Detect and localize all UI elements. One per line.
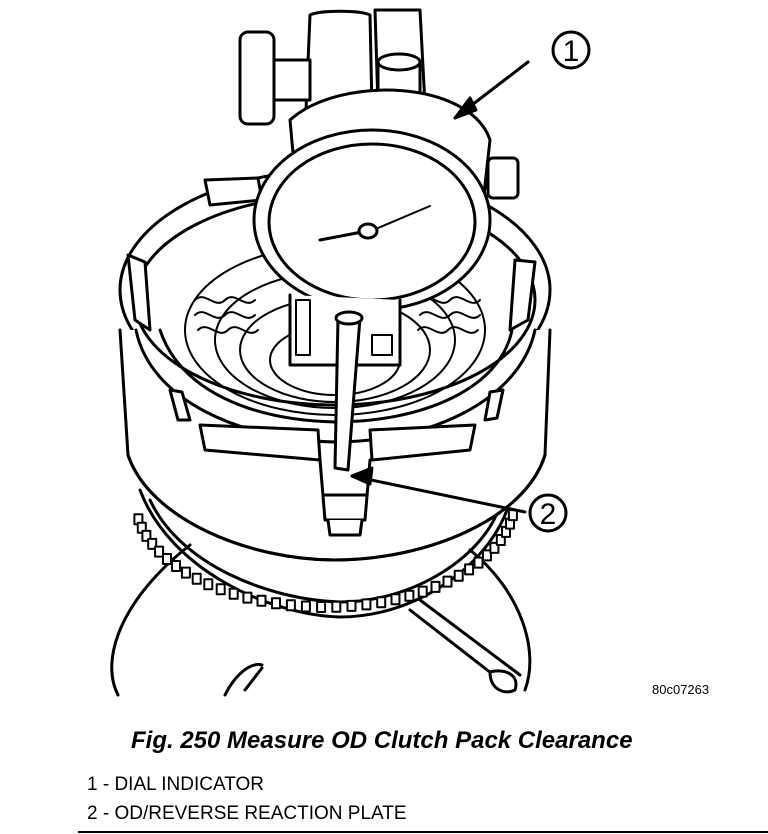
dial-indicator <box>252 128 492 367</box>
figure-caption: Fig. 250 Measure OD Clutch Pack Clearanc… <box>131 727 633 754</box>
support-stand <box>110 543 532 697</box>
gear-tooth <box>495 534 506 546</box>
callout-arrows <box>350 60 530 514</box>
gear-tooth <box>331 600 342 613</box>
gear-tooth <box>464 563 475 576</box>
gear-tooth <box>141 529 152 542</box>
callout-2-number: 2 <box>540 498 557 531</box>
gear-tooth <box>376 596 387 609</box>
callout-1-number: 1 <box>563 35 580 68</box>
gear-tooth <box>171 560 181 572</box>
gear-tooth <box>228 587 239 600</box>
gear-tooth <box>361 598 372 611</box>
gear-tooth <box>482 549 492 562</box>
gear-tooth <box>215 583 226 596</box>
callout-1: 1 <box>551 30 591 70</box>
gear-tooth <box>473 556 484 569</box>
gear-tooth <box>346 599 357 612</box>
gear-tooth <box>316 601 327 613</box>
bottom-divider <box>78 831 768 833</box>
gear-tooth <box>507 509 518 522</box>
gear-tooth <box>162 553 172 565</box>
callout-legend: 1 - DIAL INDICATOR 2 - OD/REVERSE REACTI… <box>87 770 407 828</box>
gear-tooth <box>430 580 441 593</box>
gear-tooth <box>489 541 500 554</box>
gear-tooth <box>453 569 464 582</box>
gear-tooth <box>203 578 214 591</box>
clutch-clearance-illustration: 1 2 <box>110 8 591 697</box>
figure-code: 80c07263 <box>652 682 710 697</box>
legend-item-1: 1 - DIAL INDICATOR <box>87 774 265 795</box>
callout-2: 2 <box>528 493 568 533</box>
gear-tooth <box>442 575 453 588</box>
gear-tooth <box>390 593 401 606</box>
gear-tooth <box>271 597 281 610</box>
gear-ring <box>133 488 518 619</box>
gear-tooth <box>256 594 267 607</box>
gear-tooth <box>180 566 191 579</box>
gear-tooth <box>191 572 202 585</box>
gear-tooth <box>147 537 158 550</box>
gear-tooth <box>285 599 296 612</box>
gear-tooth <box>417 585 428 598</box>
gear-tooth <box>242 591 253 604</box>
legend-item-2: 2 - OD/REVERSE REACTION PLATE <box>87 803 407 824</box>
gear-tooth <box>154 545 165 558</box>
gear-tooth <box>404 589 415 602</box>
gear-tooth <box>300 600 311 613</box>
indicator-plunger <box>333 310 364 472</box>
